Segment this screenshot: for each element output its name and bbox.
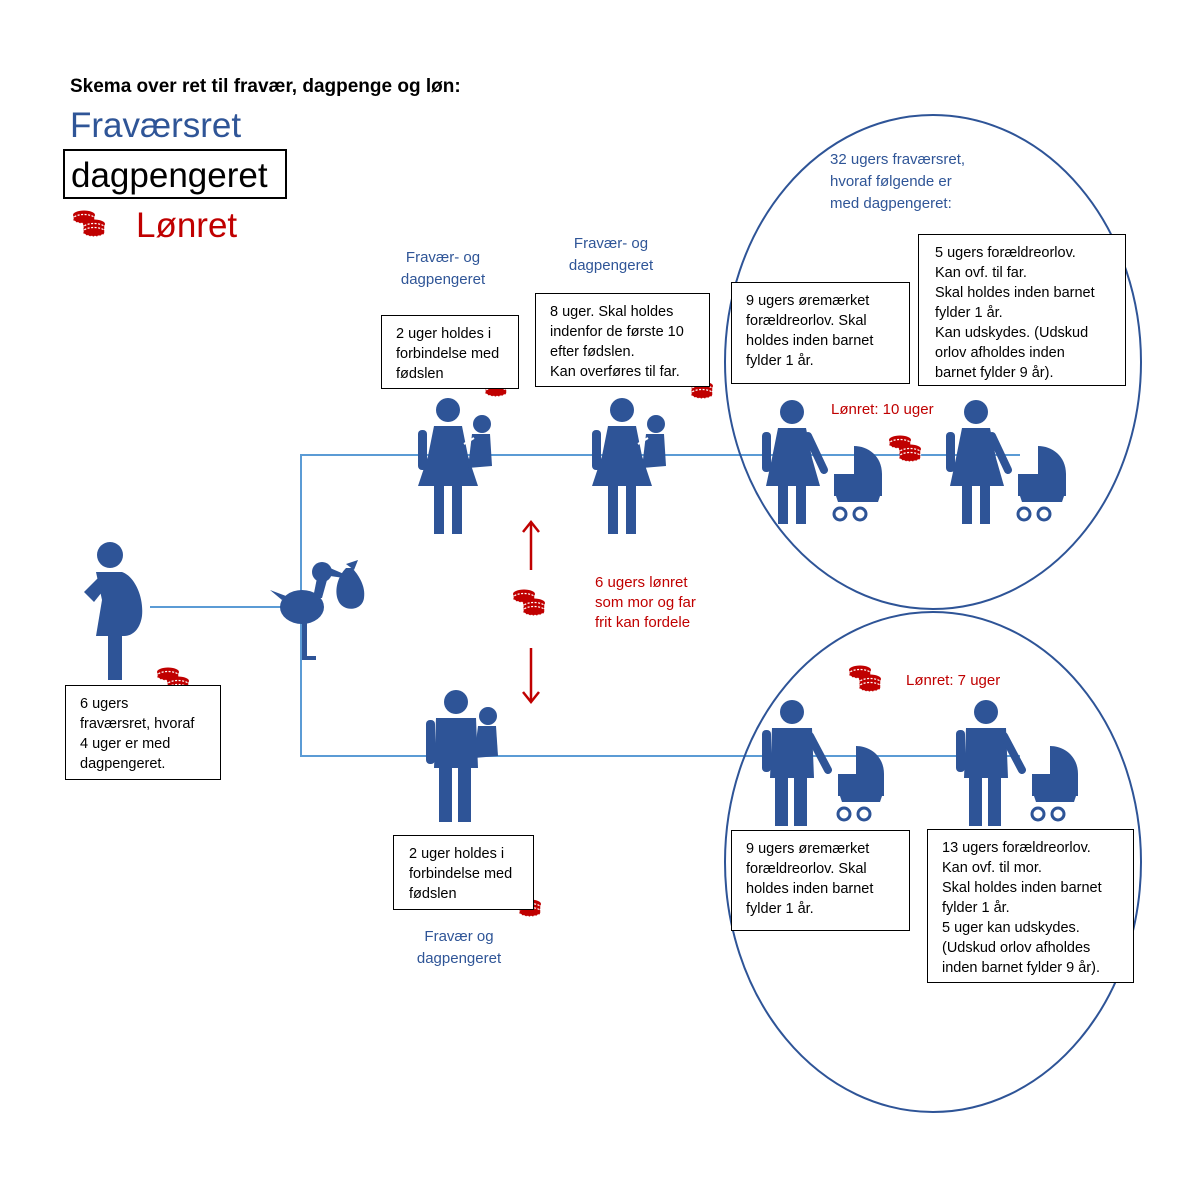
father-period-ellipse (724, 611, 1142, 1113)
father-with-pram-icon-2 (956, 700, 1078, 826)
legend-dagpenge: dagpengeret (63, 149, 287, 199)
shared-arrows-icon (522, 519, 540, 705)
legend-loen: Lønret (136, 206, 238, 245)
father-loen-label: Lønret: 7 uger (906, 672, 1001, 689)
legend-coins-icon (72, 209, 106, 238)
mother-loen-coins-icon (888, 434, 922, 463)
father-label-1: Fravær og dagpengeret (416, 928, 502, 967)
page-title: Skema over ret til fravær, dagpenge og l… (70, 76, 461, 97)
father-with-pram-icon-1 (762, 700, 884, 826)
father-loen-coins-icon (848, 664, 882, 693)
mother-with-baby-icon-2 (591, 397, 667, 535)
mother-circle-header: 32 ugers fraværsret, hvoraf følgende er … (830, 151, 966, 212)
father-box-1: 2 uger holdes i forbindelse med fødslen (393, 835, 534, 910)
father-box-2: 9 ugers øremærket forældreorlov. Skal ho… (731, 830, 910, 931)
mother-label-1: Fravær- og dagpengeret (400, 249, 486, 288)
mother-box-1: 2 uger holdes i forbindelse med fødslen (381, 315, 519, 389)
father-box-3: 13 ugers forældreorlov. Kan ovf. til mor… (927, 829, 1134, 983)
mother-loen-label: Lønret: 10 uger (831, 401, 934, 418)
mother-label-2: Fravær- og dagpengeret (568, 235, 654, 274)
pregnant-woman-icon (84, 542, 143, 680)
legend-fravaer: Fraværsret (70, 106, 242, 145)
mother-box-3: 9 ugers øremærket forældreorlov. Skal ho… (731, 282, 910, 384)
mother-with-baby-icon-1 (417, 397, 493, 535)
mother-box-2: 8 uger. Skal holdes indenfor de første 1… (535, 293, 710, 387)
stork-icon (270, 560, 365, 660)
pregnancy-box: 6 ugers fraværsret, hvoraf 4 uger er med… (65, 685, 221, 780)
mother-box-4: 5 ugers forældreorlov. Kan ovf. til far.… (918, 234, 1126, 386)
shared-loen-label: 6 ugers lønret som mor og far frit kan f… (595, 574, 696, 631)
shared-coins-icon (512, 588, 546, 617)
mother-with-pram-icon-2 (946, 400, 1066, 524)
mother-period-ellipse (724, 114, 1142, 610)
father-with-baby-icon (426, 690, 498, 822)
